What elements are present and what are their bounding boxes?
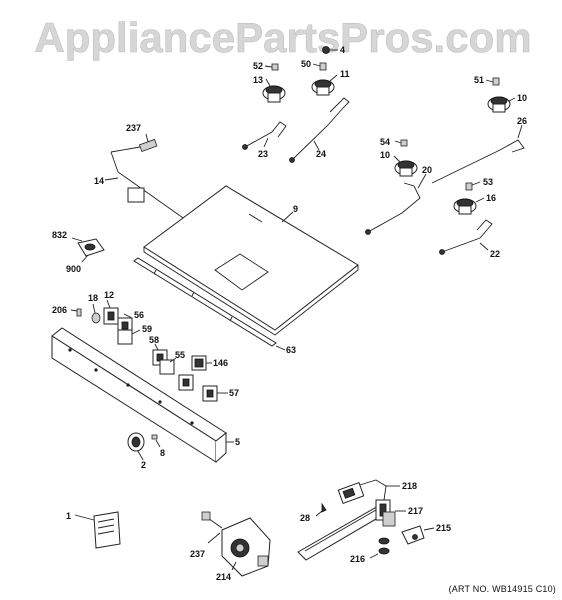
part-59-valve [117,329,141,345]
label-13: 13 [253,75,263,85]
label-50: 50 [301,59,311,69]
part-237-orifice-top [138,133,158,153]
label-12: 12 [104,290,114,300]
part-11-burner [311,74,338,96]
label-52: 52 [253,61,263,71]
part-26-tube [431,139,525,184]
label-57: 57 [229,388,239,398]
part-10-burner-right [487,96,516,113]
label-900: 900 [66,264,81,274]
part-55-valve [159,357,177,375]
part-10-burner-mid [393,155,418,177]
label-237-bottom: 237 [190,549,205,559]
label-51: 51 [474,75,484,85]
label-10-mid: 10 [380,150,390,160]
part-215-sensor [401,525,435,545]
part-16-burner [453,197,485,215]
label-53: 53 [483,177,493,187]
part-18-clip [91,303,101,324]
part-22-tube [441,219,493,253]
part-237-orifice-bottom [201,511,223,544]
part-218-igniter [337,479,400,507]
part-1-literature [74,511,121,549]
part-63-rail [133,257,286,351]
part-broil-burner-tube [297,499,391,561]
part-2-knob [127,432,145,461]
label-14: 14 [94,176,104,186]
art-number: (ART NO. WB14915 C10) [448,584,556,594]
part-56-valve [117,313,133,334]
label-16: 16 [486,193,496,203]
label-832: 832 [52,230,67,240]
label-59: 59 [142,324,152,334]
part-4-nut [322,46,338,54]
part-53-screw [465,181,481,191]
label-22: 22 [490,249,500,259]
part-206-screw [70,308,82,317]
label-11: 11 [340,69,350,79]
label-28: 28 [300,513,310,523]
part-54-screw [394,139,408,147]
part-23-tube [244,121,287,148]
label-218: 218 [402,481,417,491]
part-24-tube [291,97,350,161]
part-146-switch [191,355,212,371]
label-10-right: 10 [517,93,527,103]
part-216-washer [369,537,390,559]
part-51-screw [485,77,500,86]
label-217: 217 [408,506,423,516]
label-23: 23 [258,149,268,159]
watermark-text: AppliancePartsPros.com [34,14,531,61]
watermark-logo: AppliancePartsPros.com [34,14,532,62]
label-63: 63 [286,345,296,355]
part-52-screw [264,63,279,71]
part-214-regulator [221,517,271,577]
label-4: 4 [340,45,345,55]
part-9-cooktop [143,185,359,336]
part-5-control-panel [51,327,234,463]
label-9: 9 [293,204,298,214]
part-217-bracket [382,510,406,527]
label-8: 8 [160,448,165,458]
part-8-spring [151,434,161,448]
part-832-900-igniter-switch [71,237,105,263]
part-50-screw [312,62,327,71]
label-206: 206 [52,305,67,315]
label-214: 214 [216,572,231,582]
label-24: 24 [316,149,326,159]
label-5: 5 [235,437,240,447]
label-146: 146 [213,358,228,368]
label-58: 58 [149,335,159,345]
label-20: 20 [422,165,432,175]
part-57-valve [202,385,228,402]
part-20-tube [367,182,421,233]
label-26: 26 [517,116,527,126]
part-valve-mid [178,374,194,391]
part-12-valve [103,299,119,325]
label-2: 2 [141,460,146,470]
part-13-burner [262,78,286,103]
part-28-screw [315,502,327,517]
label-56: 56 [134,310,144,320]
label-18: 18 [88,293,98,303]
label-215: 215 [436,523,451,533]
label-237-top: 237 [126,123,141,133]
label-1: 1 [66,511,71,521]
label-216: 216 [350,554,365,564]
label-54: 54 [380,137,390,147]
label-55: 55 [175,350,185,360]
